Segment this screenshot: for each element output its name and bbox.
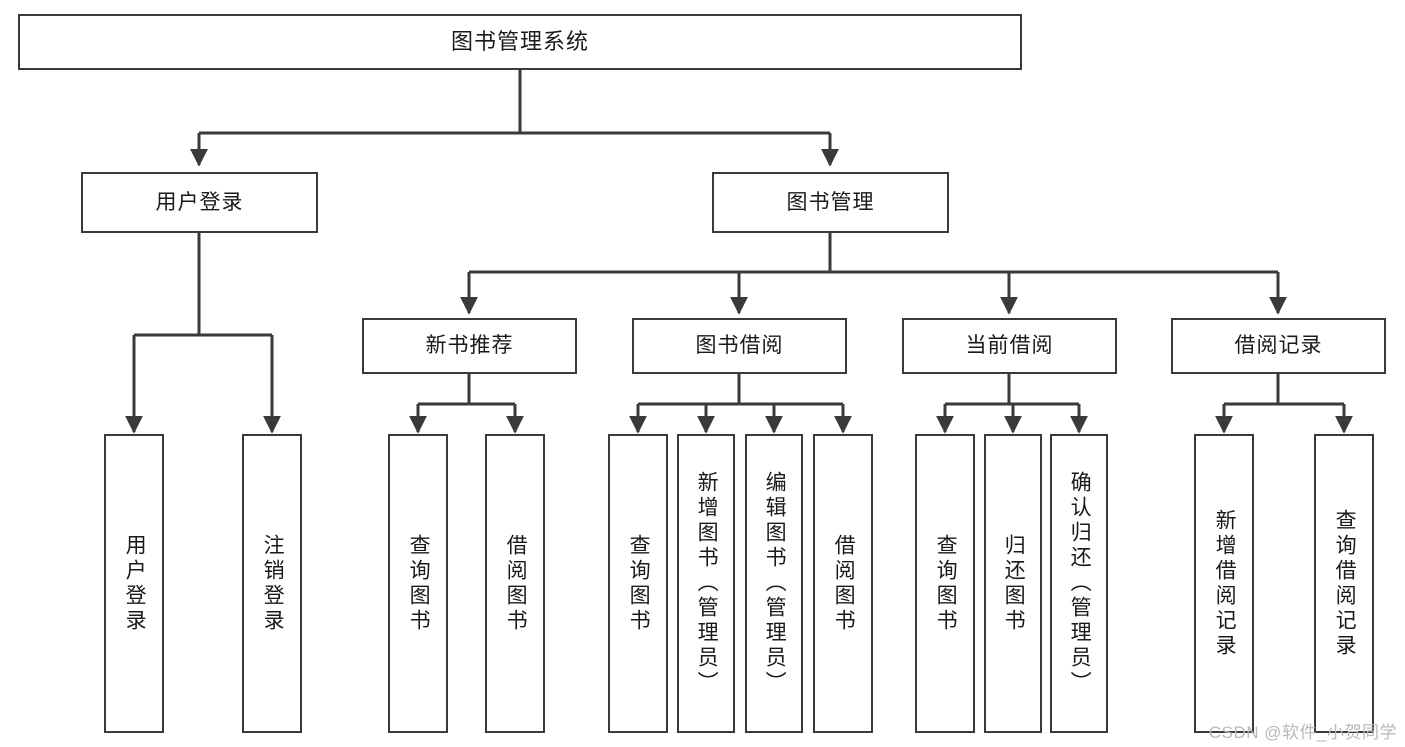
node-leaf-edit-book-admin[interactable]: 编辑图书（管理员） — [745, 434, 803, 733]
node-book-management[interactable]: 图书管理 — [712, 172, 949, 233]
node-label: 查询图书 — [934, 533, 958, 634]
node-leaf-add-book-admin[interactable]: 新增图书（管理员） — [677, 434, 735, 733]
node-book-borrow[interactable]: 图书借阅 — [632, 318, 847, 374]
node-root-book-management-system[interactable]: 图书管理系统 — [18, 14, 1022, 70]
node-label: 图书管理系统 — [450, 28, 589, 54]
node-label: 新书推荐 — [425, 334, 514, 358]
node-leaf-add-borrow-record[interactable]: 新增借阅记录 — [1194, 434, 1254, 733]
node-label: 新增借阅记录 — [1213, 508, 1237, 659]
node-leaf-query-borrow-record[interactable]: 查询借阅记录 — [1314, 434, 1374, 733]
node-leaf-user-login[interactable]: 用户登录 — [104, 434, 164, 733]
node-leaf-query-book-recommend[interactable]: 查询图书 — [388, 434, 448, 733]
node-new-book-recommend[interactable]: 新书推荐 — [362, 318, 577, 374]
node-label: 新增图书（管理员） — [695, 471, 719, 696]
watermark-csdn: CSDN @软件_小贺同学 — [1208, 723, 1397, 742]
node-user-login[interactable]: 用户登录 — [81, 172, 318, 233]
node-label: 归还图书 — [1002, 533, 1026, 634]
node-label: 借阅图书 — [504, 533, 528, 634]
node-label: 确认归还（管理员） — [1068, 471, 1092, 696]
node-label: 借阅记录 — [1234, 334, 1323, 358]
node-label: 注销登录 — [261, 533, 285, 634]
node-leaf-borrow-book-recommend[interactable]: 借阅图书 — [485, 434, 545, 733]
node-label: 用户登录 — [155, 190, 244, 214]
node-label: 用户登录 — [123, 533, 147, 634]
node-leaf-confirm-return-admin[interactable]: 确认归还（管理员） — [1050, 434, 1108, 733]
node-leaf-return-book[interactable]: 归还图书 — [984, 434, 1042, 733]
node-label: 编辑图书（管理员） — [763, 471, 787, 696]
node-leaf-query-book-borrow[interactable]: 查询图书 — [608, 434, 668, 733]
node-label: 图书管理 — [786, 190, 875, 214]
node-label: 当前借阅 — [965, 334, 1054, 358]
node-current-borrow[interactable]: 当前借阅 — [902, 318, 1117, 374]
node-label: 借阅图书 — [832, 533, 856, 634]
node-leaf-user-logout[interactable]: 注销登录 — [242, 434, 302, 733]
node-label: 查询借阅记录 — [1333, 508, 1357, 659]
node-label: 查询图书 — [627, 533, 651, 634]
node-leaf-query-book-current[interactable]: 查询图书 — [915, 434, 975, 733]
node-label: 查询图书 — [407, 533, 431, 634]
node-label: 图书借阅 — [695, 334, 784, 358]
node-leaf-borrow-book-borrow[interactable]: 借阅图书 — [813, 434, 873, 733]
node-borrow-record[interactable]: 借阅记录 — [1171, 318, 1386, 374]
